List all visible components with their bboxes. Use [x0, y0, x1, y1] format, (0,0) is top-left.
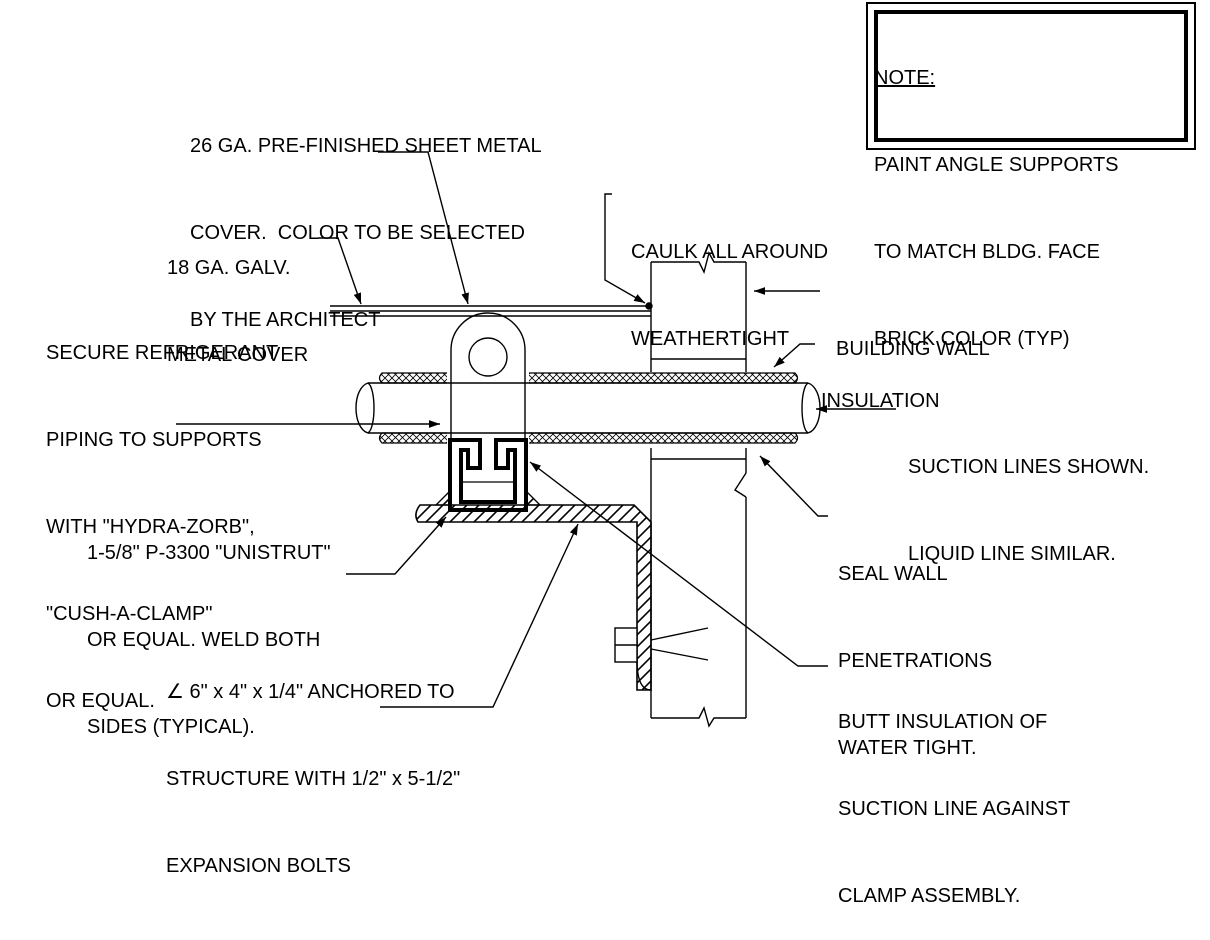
callout-building-wall: BUILDING WALL [836, 277, 990, 393]
callout-line: METAL COVER [167, 344, 309, 366]
callout-line: SIDES (TYPICAL). [87, 716, 255, 738]
callout-line: PIPING TO SUPPORTS [46, 429, 262, 451]
callout-line: STRUCTURE WITH 1/2" x 5-1/2" [166, 768, 461, 790]
note-line: BRICK COLOR (TYP) [874, 328, 1070, 350]
callout-line: SUCTION LINE AGAINST [838, 798, 1071, 820]
note-title: NOTE: [874, 67, 936, 89]
callout-line: CLAMP ASSEMBLY. [838, 885, 1021, 907]
callout-line: EXPANSION BOLTS [166, 855, 351, 877]
callout-line: 26 GA. PRE-FINISHED SHEET METAL [190, 135, 542, 157]
callout-line: SEAL WALL [838, 563, 948, 585]
pipe-clamp [450, 312, 526, 438]
callout-line: BY THE ARCHITECT [190, 309, 381, 331]
callout-line: 1-5/8" P-3300 "UNISTRUT" [87, 542, 331, 564]
unistrut-channel [448, 438, 528, 512]
callout-galv-cover: 18 GA. GALV. METAL COVER [167, 196, 308, 399]
callout-caulk: CAULK ALL AROUND WEATHERTIGHT [631, 180, 828, 383]
suction-pipe [355, 382, 821, 434]
callout-line: "CUSH-A-CLAMP" [46, 603, 213, 625]
note-box [866, 2, 1196, 150]
callout-line: OR EQUAL. WELD BOTH [87, 629, 321, 651]
callout-line: INSULATION [821, 390, 940, 412]
note-box-inner-border [874, 10, 1188, 142]
detail-drawing [176, 151, 896, 728]
angle-support [415, 504, 652, 691]
callout-line: PENETRATIONS [838, 650, 993, 672]
callout-line: WEATHERTIGHT [631, 328, 790, 350]
callout-line: ∠ 6" x 4" x 1/4" ANCHORED TO [166, 681, 455, 703]
leader-lines [176, 151, 896, 708]
callout-suction-lines: SUCTION LINES SHOWN. LIQUID LINE SIMILAR… [908, 395, 1149, 598]
note-text: NOTE: PAINT ANGLE SUPPORTS TO MATCH BLDG… [874, 6, 1119, 383]
callout-line: LIQUID LINE SIMILAR. [908, 543, 1116, 565]
metal-covers [330, 302, 653, 317]
callout-line: SUCTION LINES SHOWN. [908, 456, 1150, 478]
note-line: PAINT ANGLE SUPPORTS [874, 154, 1119, 176]
callout-unistrut: 1-5/8" P-3300 "UNISTRUT" OR EQUAL. WELD … [87, 481, 331, 771]
callout-sheet-metal-cover: 26 GA. PRE-FINISHED SHEET METAL COVER. C… [190, 74, 542, 364]
callout-line: OR EQUAL. [46, 690, 155, 712]
callout-insulation: INSULATION [821, 329, 940, 445]
note-line: TO MATCH BLDG. FACE [874, 241, 1100, 263]
callout-secure-piping: SECURE REFRIGERANT PIPING TO SUPPORTS WI… [46, 281, 278, 745]
anchor-bolt [614, 627, 709, 663]
callout-line: BUILDING WALL [836, 338, 990, 360]
callout-line: WITH "HYDRA-ZORB", [46, 516, 255, 538]
callout-line: SECURE REFRIGERANT [46, 342, 279, 364]
callout-line: BUTT INSULATION OF [838, 711, 1048, 733]
callout-line: COVER. COLOR TO BE SELECTED [190, 222, 525, 244]
callout-butt-insulation: BUTT INSULATION OF SUCTION LINE AGAINST … [838, 650, 1070, 940]
callout-line: 18 GA. GALV. [167, 257, 291, 279]
callout-line: CAULK ALL AROUND [631, 241, 829, 263]
callout-angle: ∠ 6" x 4" x 1/4" ANCHORED TO STRUCTURE W… [166, 620, 460, 910]
